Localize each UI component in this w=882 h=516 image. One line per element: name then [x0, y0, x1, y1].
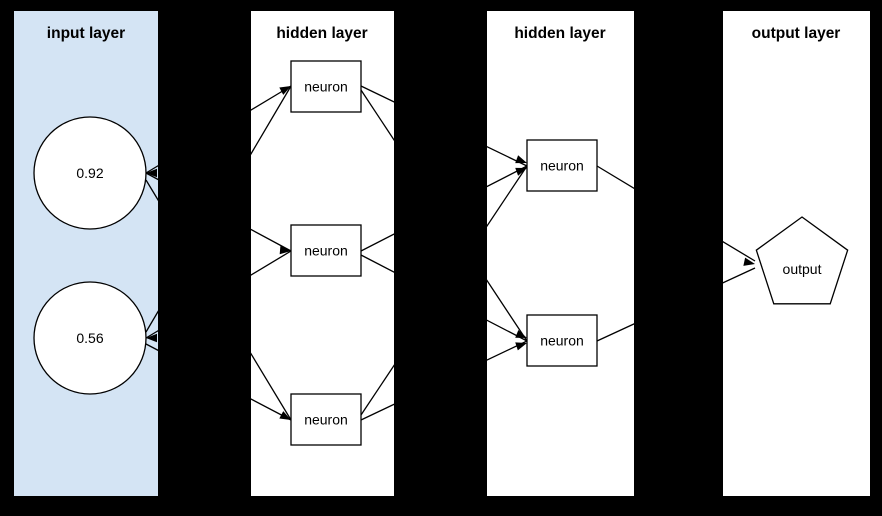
hidden2-neuron-2[interactable]: [526, 314, 598, 367]
output-node[interactable]: [755, 216, 849, 305]
layer-panel-hidden2: [487, 11, 634, 496]
arrow-into-hidden2-1b: [515, 167, 527, 176]
input-node-2-label: 0.56: [76, 330, 103, 346]
arrow-into-hidden1-1: [279, 86, 291, 95]
hidden1-neuron-2[interactable]: [290, 224, 362, 277]
arrow-into-hidden2-1a: [515, 155, 527, 164]
gutter-mask: [158, 11, 251, 496]
hidden2-neuron-2-label: neuron: [540, 333, 584, 349]
gutter-mask: [634, 11, 723, 496]
arrow-into-input-1: [146, 168, 157, 178]
arrow-into-input-2: [146, 333, 157, 343]
nodes-hidden2: neuron neuron: [526, 139, 598, 367]
hidden1-neuron-2-label: neuron: [304, 243, 348, 259]
layer-title-output: output layer: [752, 25, 841, 42]
arrow-into-output: [743, 257, 755, 266]
hidden2-neuron-1[interactable]: [526, 139, 598, 192]
nodes-hidden1: neuron neuron neuron: [290, 60, 362, 446]
hidden2-neuron-1-label: neuron: [540, 158, 584, 174]
input-node-1-label: 0.92: [76, 165, 103, 181]
gutter-mask: [394, 11, 487, 496]
arrowheads: [146, 86, 755, 420]
hidden1-neuron-1[interactable]: [290, 60, 362, 113]
hidden1-neuron-3[interactable]: [290, 393, 362, 446]
arrow-into-hidden2-2b: [515, 342, 527, 351]
layer-title-hidden2: hidden layer: [514, 25, 605, 42]
layer-title-hidden1: hidden layer: [276, 25, 367, 42]
hidden1-neuron-1-label: neuron: [304, 79, 348, 95]
layer-nodes: 0.92 0.56 neuron neuron neuron neuron neuron ou…: [33, 60, 849, 446]
nodes-output: output: [755, 216, 849, 305]
arrow-into-hidden1-3: [279, 411, 291, 420]
arrow-into-hidden1-2: [279, 245, 291, 255]
gutter-mask: [870, 0, 882, 516]
layer-panel-input: [14, 11, 158, 496]
layer-titles: input layer hidden layer hidden layer outpu…: [47, 25, 841, 42]
gutter-mask: [0, 0, 882, 11]
hidden1-neuron-3-label: neuron: [304, 412, 348, 428]
output-node-label: output: [783, 261, 822, 277]
nodes-input: 0.92 0.56: [33, 116, 147, 395]
layer-title-input: input layer: [47, 25, 125, 42]
gutter-mask: [0, 0, 14, 516]
arrow-into-hidden2-2a: [515, 329, 527, 338]
gutter-mask: [0, 496, 882, 516]
